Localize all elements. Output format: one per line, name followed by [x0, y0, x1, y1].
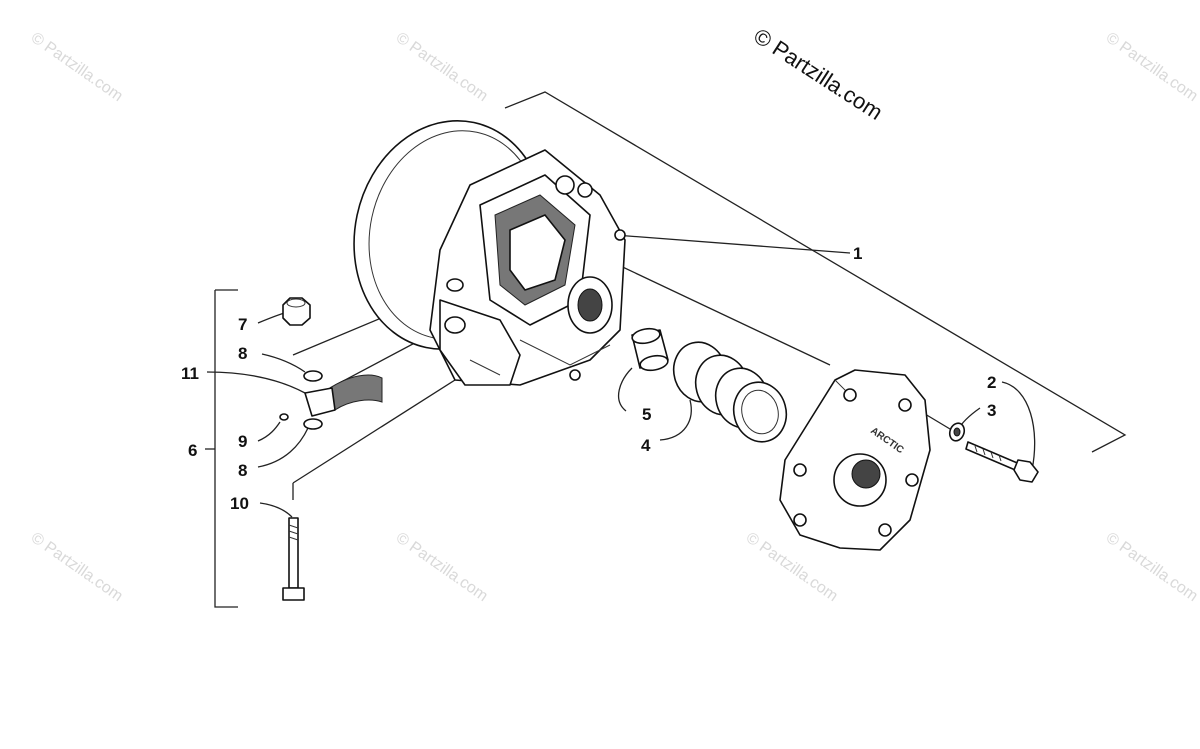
watermark-text: © Partzilla.com [1103, 529, 1200, 605]
washer-small [948, 422, 966, 442]
callout-7: 7 [238, 315, 247, 334]
watermark-text: © Partzilla.com [393, 529, 491, 605]
callout-2: 2 [987, 373, 996, 392]
nut-part [282, 297, 311, 326]
callout-10: 10 [230, 494, 249, 513]
callout-8-upper: 8 [238, 344, 247, 363]
pin-part [279, 413, 289, 421]
clutch-housing [353, 119, 626, 386]
callout-11: 11 [181, 364, 199, 383]
washer-upper [303, 370, 323, 382]
roller-arm [304, 374, 383, 417]
watermark-text: © Partzilla.com [28, 529, 126, 605]
assembly-bracket-line [504, 91, 1127, 453]
callout-6: 6 [188, 441, 197, 460]
bushing-part [631, 327, 669, 372]
watermark-text: © Partzilla.com [1103, 29, 1200, 105]
copyright-text: © Partzilla.com [749, 23, 887, 125]
callout-3: 3 [987, 401, 996, 420]
watermark-text: © Partzilla.com [393, 29, 491, 105]
callout-5: 5 [642, 405, 651, 424]
cover-plate: ARCTIC [779, 369, 931, 551]
washer-lower [303, 418, 323, 430]
bolt-part [282, 517, 305, 601]
cap-screw [965, 441, 1039, 483]
callout-4: 4 [641, 436, 651, 455]
watermark-text: © Partzilla.com [28, 29, 126, 105]
callout-9: 9 [238, 432, 247, 451]
spring-part [672, 341, 788, 443]
callout-8-lower: 8 [238, 461, 247, 480]
callout-1: 1 [853, 244, 862, 263]
